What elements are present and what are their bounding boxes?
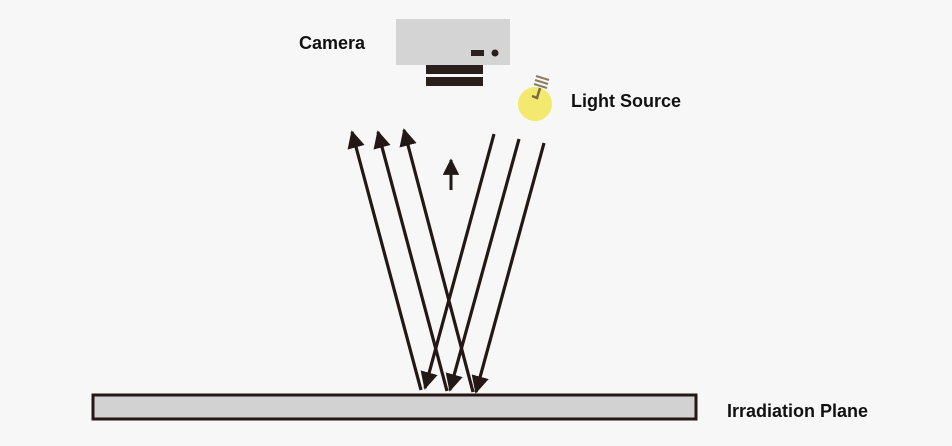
bulb-glass (518, 87, 552, 121)
light-source-label: Light Source (571, 91, 682, 111)
bulb-base (533, 75, 550, 89)
reflected-ray-3 (399, 128, 475, 393)
camera-lens-bottom (426, 77, 483, 86)
camera-icon (396, 19, 510, 86)
incident-rays (420, 133, 546, 394)
incident-ray-2 (445, 138, 521, 392)
irradiation-plane-label: Irradiation Plane (727, 401, 869, 421)
reflected-rays (347, 128, 475, 393)
camera-body (396, 19, 510, 65)
camera-indicator-slot (471, 50, 484, 56)
reflected-ray-2 (373, 130, 449, 392)
camera-lens-top (426, 65, 483, 74)
camera-label: Camera (299, 33, 366, 53)
camera-indicator-dot (491, 49, 499, 57)
irradiation-plane (91, 393, 698, 421)
incident-ray-3 (471, 142, 546, 394)
light-bulb-icon (518, 75, 552, 121)
bulb-filament (531, 87, 542, 100)
reflected-ray-1 (347, 130, 423, 391)
